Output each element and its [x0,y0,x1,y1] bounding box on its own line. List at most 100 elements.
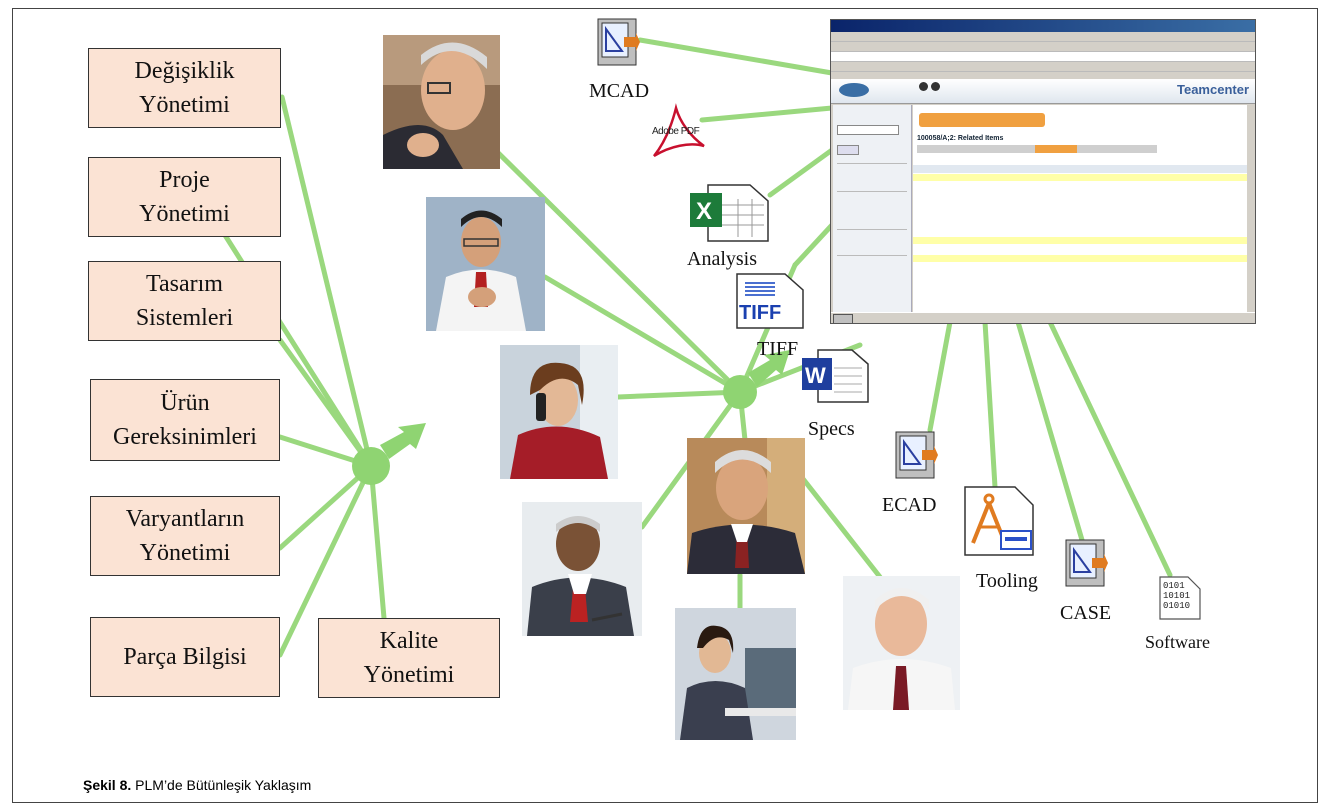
category-box-design-systems: Tasarım Sistemleri [88,261,281,341]
table-row [913,201,1247,208]
category-label-line: Yönetimi [139,201,230,227]
svg-text:X: X [696,198,712,225]
connector-line [1015,319,1085,543]
connector-line [467,122,743,395]
mcad-icon [594,17,640,67]
app-logo [839,83,869,97]
category-label-line: Kalite [379,628,439,654]
connector-line [277,463,374,551]
connector-line [615,389,743,400]
connector-line [277,463,374,658]
app-content: 100058/A;2: Related Items [913,105,1247,315]
connector-line [792,222,835,268]
table-row [913,183,1247,190]
left-hub-arrow [380,423,426,459]
app-tabs [917,145,1157,153]
category-label-line: Tasarım [146,271,223,297]
app-taskbar [831,312,1255,323]
nav-section [837,163,907,184]
table-row [913,246,1247,253]
table-row [913,237,1247,244]
nav-section [837,255,907,286]
figure-caption: Şekil 8. PLM’de Bütünleşik Yaklaşım [83,777,311,793]
case-icon [1062,538,1108,588]
tab-active [1035,145,1077,153]
person-photo-older-man-pen [522,502,642,636]
table-row [913,255,1247,262]
category-box-variant-management: Varyantların Yönetimi [90,496,280,576]
app-brand: Teamcenter [1176,82,1249,97]
nav-section [837,191,907,222]
table-row [913,174,1247,181]
start-button [833,314,853,323]
teamcenter-app-window: Teamcenter 100058/A;2: Related Items [830,19,1256,324]
excel-icon: X [688,183,770,243]
caption-text: PLM’de Bütünleşik Yaklaşım [131,777,312,793]
app-linksbar [831,62,1255,72]
ecad-label: ECAD [882,494,937,516]
right-hub [723,375,757,409]
connector-line [1047,319,1173,578]
category-box-part-information: Parça Bilgisi [90,617,280,697]
connector-line [699,105,835,123]
category-label-line: Yönetimi [139,540,231,566]
person-photo-elderly-man-glasses [383,35,500,169]
category-label-line: Değişiklik [134,58,235,84]
connector-line [797,472,883,580]
ecad-icon [892,430,938,480]
search-field [837,125,899,135]
adobe-pdf-label: Adobe PDF [652,126,700,137]
table-row [913,228,1247,235]
category-box-product-requirements: Ürün Gereksinimleri [90,379,280,461]
category-label-line: Parça Bilgisi [123,644,247,670]
connector-line [767,147,835,198]
software-bits: 0101 10101 01010 [1163,581,1191,611]
category-box-change-management: Değişiklik Yönetimi [88,48,281,128]
software-icon: 0101 10101 01010 [1158,575,1202,621]
tooling-icon [963,485,1035,557]
tiff-label: TIFF [757,338,799,360]
connector-line [637,37,835,76]
category-label-line: Varyantların [125,506,245,532]
connector-line [542,274,743,395]
word-icon: W [800,348,870,404]
mcad-label: MCAD [589,80,650,102]
table-header [913,165,1247,173]
svg-text:W: W [805,363,826,388]
actions-bar [919,113,1045,127]
connector-line [927,319,953,433]
connector-line [368,463,387,621]
person-photo-asian-man-smiling [687,438,805,574]
caption-label: Şekil 8. [83,777,132,793]
person-photo-elderly-man-white-shirt [843,576,960,710]
app-titlebar [831,20,1255,32]
person-photo-woman-computer [675,608,796,740]
category-box-quality-management: Kalite Yönetimi [318,618,500,698]
connector-line [279,94,374,469]
specs-label: Specs [808,418,855,440]
adobe-pdf-icon: Adobe PDF [650,102,708,162]
person-photo-woman-phone [500,345,618,479]
tooling-label: Tooling [976,570,1038,592]
category-label-line: Sistemleri [135,305,234,331]
left-hub [352,447,390,485]
exit-icon [931,82,940,91]
app-header [831,79,1255,104]
category-label-line: Yönetimi [363,662,455,688]
category-label-line: Gereksinimleri [113,424,257,450]
app-left-pane [833,105,912,315]
table-row [913,219,1247,226]
case-label: CASE [1060,602,1112,624]
table-row [913,264,1247,271]
related-items-title: 100058/A;2: Related Items [917,135,1004,142]
table-row [913,210,1247,217]
right-hub-arrow [748,350,790,387]
category-box-project-management: Proje Yönetimi [88,157,281,237]
tiff-badge: TIFF [739,302,782,324]
app-addressbar [831,52,1255,62]
search-icon [919,82,928,91]
person-photo-young-man-glasses [426,197,545,331]
app-toolbar [831,42,1255,52]
connector-line [982,319,998,490]
